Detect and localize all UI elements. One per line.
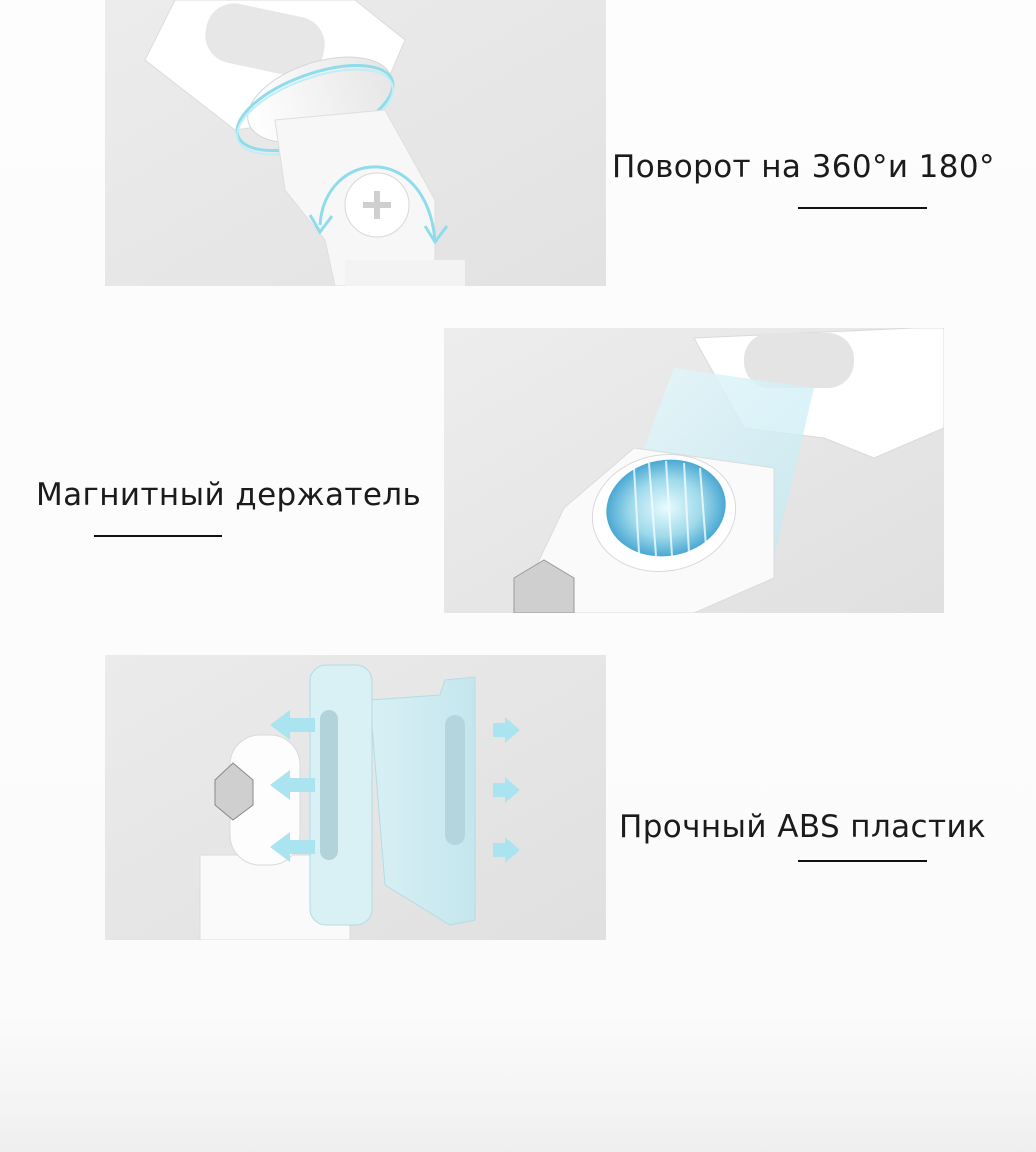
bottom-fade (0, 1110, 1036, 1152)
rotation-caption: Поворот на 360°и 180° (612, 149, 995, 185)
abs-caption: Прочный ABS пластик (619, 809, 987, 845)
magnetic-holder-illustration (444, 328, 944, 613)
abs-caption-underline (798, 860, 927, 862)
swivel-joint-illustration (105, 0, 606, 286)
magnet-caption: Магнитный держатель (36, 477, 422, 513)
magnet-caption-underline (94, 535, 222, 537)
magnet-feature-image (444, 328, 944, 613)
rotation-feature-image (105, 0, 606, 286)
abs-feature-image (105, 655, 606, 940)
rotation-caption-underline (798, 207, 927, 209)
abs-clamp-illustration (105, 655, 606, 940)
